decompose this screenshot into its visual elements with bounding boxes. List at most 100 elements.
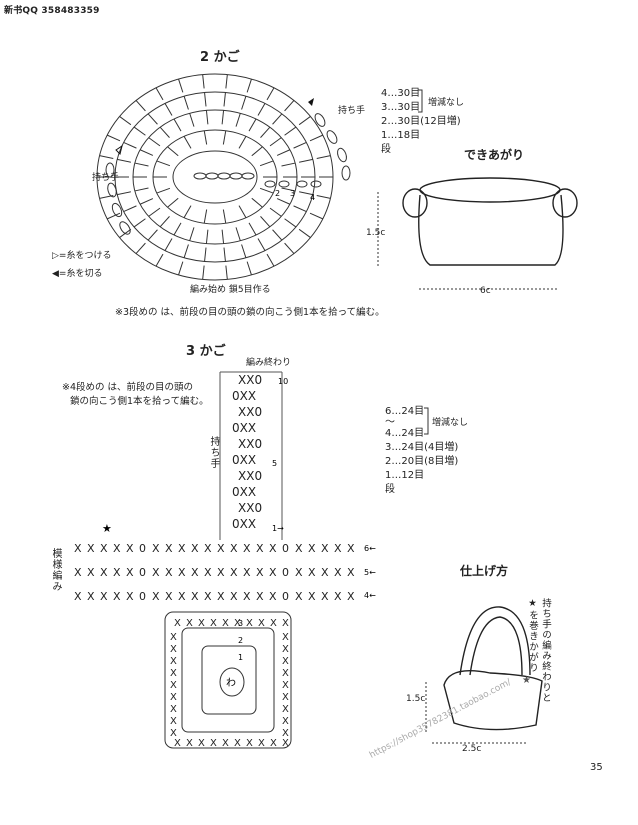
stitch-mark [202,265,205,280]
stitch-mark [106,134,121,142]
round-num-4: 4 [310,193,315,202]
stitch-symbol: X [165,590,173,603]
stitch-symbol: X [234,618,241,629]
row-num-5: 5 [272,459,277,468]
stitch-symbol: X [246,618,253,629]
stitch-symbol: 0 [282,590,289,603]
stitch-mark [148,137,161,147]
stitch-mark [221,110,225,125]
stitch-symbol: X [256,542,264,555]
stitch-symbol: X [230,590,238,603]
attach-marker-icon [115,144,123,155]
stitch-symbol: X [282,738,289,749]
cut-marker-icon [308,98,314,106]
stitch-symbol: X [170,632,177,643]
section2-note: ※3段めの は、前段の目の頭の鎖の向こう側1本を拾って編む。 [115,307,385,318]
bracket-icon [424,407,429,435]
finish-vertical-text-2: ★を巻きかがり [527,598,538,673]
stitch-mark [123,141,137,149]
stitch-symbol: X [126,542,134,555]
finished-basket-drawing [402,177,578,266]
stitch-mark [178,261,184,276]
stitch-mark [221,229,225,244]
stitch-symbol: X [217,542,225,555]
stitch-symbol: X [230,542,238,555]
stitch-symbol: X [170,716,177,727]
stitch-symbol: X [186,738,193,749]
stitch-symbol: X [170,656,177,667]
width-dimension-line [432,742,528,744]
finished-dim-h: 1.5c [366,228,386,238]
row-num-1: 1→ [272,524,284,533]
arrow-num-5: 5← [364,568,376,577]
stitch-symbol: X [282,680,289,691]
stitch-symbol: X [204,542,212,555]
stitch-mark [159,126,170,138]
stitch-mark [183,96,189,110]
stitch-mark [167,146,179,157]
stitch-symbol: X [191,566,199,579]
stitch-mark [276,198,291,205]
section3-note-2: 鎖の向こう側1本を拾って編む。 [70,396,209,407]
stitch-symbol: X [321,566,329,579]
row-num-10: 10 [278,377,288,386]
stitch-symbol: X [210,618,217,629]
legend-cut: ◀=糸を切る [52,269,103,279]
stitch-mark [259,160,274,167]
stitch-mark [139,198,154,205]
round-line: 6…24目 [385,406,425,417]
stitch-symbol: XX0 [238,437,262,451]
stitch-symbol: X [321,590,329,603]
stitch-mark [147,113,158,125]
stitch-symbol: X [198,618,205,629]
stitch-mark [99,155,114,159]
stitch-mark [281,187,296,192]
stitch-symbol: 0XX [232,389,256,403]
stitch-symbol: X [258,738,265,749]
stitch-mark [266,253,275,267]
stitch-symbol: 0 [282,566,289,579]
stitch-symbol: X [165,542,173,555]
stitch-mark [223,247,226,262]
stitch-mark [257,238,266,251]
stitch-mark [156,160,171,167]
stitch-symbol: X [295,542,303,555]
stitch-symbol: X [170,644,177,655]
end-label: 編み終わり [246,358,292,368]
stitch-mark [203,209,208,224]
stitch-symbol: 0XX [232,517,256,531]
stitch-mark [203,130,208,145]
stitch-mark [260,126,271,138]
stitch-symbol: X [269,566,277,579]
stitch-symbol: X [178,590,186,603]
stitch-symbol: X [246,738,253,749]
stitch-symbol: X [282,618,289,629]
stitch-symbol: 0 [139,542,146,555]
stitch-mark [246,78,252,93]
stitch-mark [148,207,161,217]
stitch-mark [167,197,179,208]
round-line: 〜 [385,417,395,428]
stitch-symbol: X [186,618,193,629]
stitch-symbol: X [282,716,289,727]
stitch-symbol: X [256,590,264,603]
stitch-symbol: X [258,618,265,629]
stitch-mark [155,253,164,267]
stitch-symbol: X [334,542,342,555]
center-label: わ [226,677,236,689]
stitch-symbol: X [222,618,229,629]
round-num-2: 2 [275,189,280,198]
stitch-symbol: X [295,590,303,603]
stitch-symbol: X [334,590,342,603]
stitch-mark [225,74,228,89]
stitch-mark [225,265,228,280]
pattern-vertical-label: 模様編み [50,548,61,592]
stitch-mark [309,212,324,220]
finished-title: できあがり [464,148,525,162]
stitch-mark [222,130,227,145]
stitch-symbol: X [347,566,355,579]
round-num-3: 3 [290,189,295,198]
stitch-mark [223,92,226,107]
stitch-symbol: X [74,542,82,555]
stitch-symbol: XX0 [238,469,262,483]
